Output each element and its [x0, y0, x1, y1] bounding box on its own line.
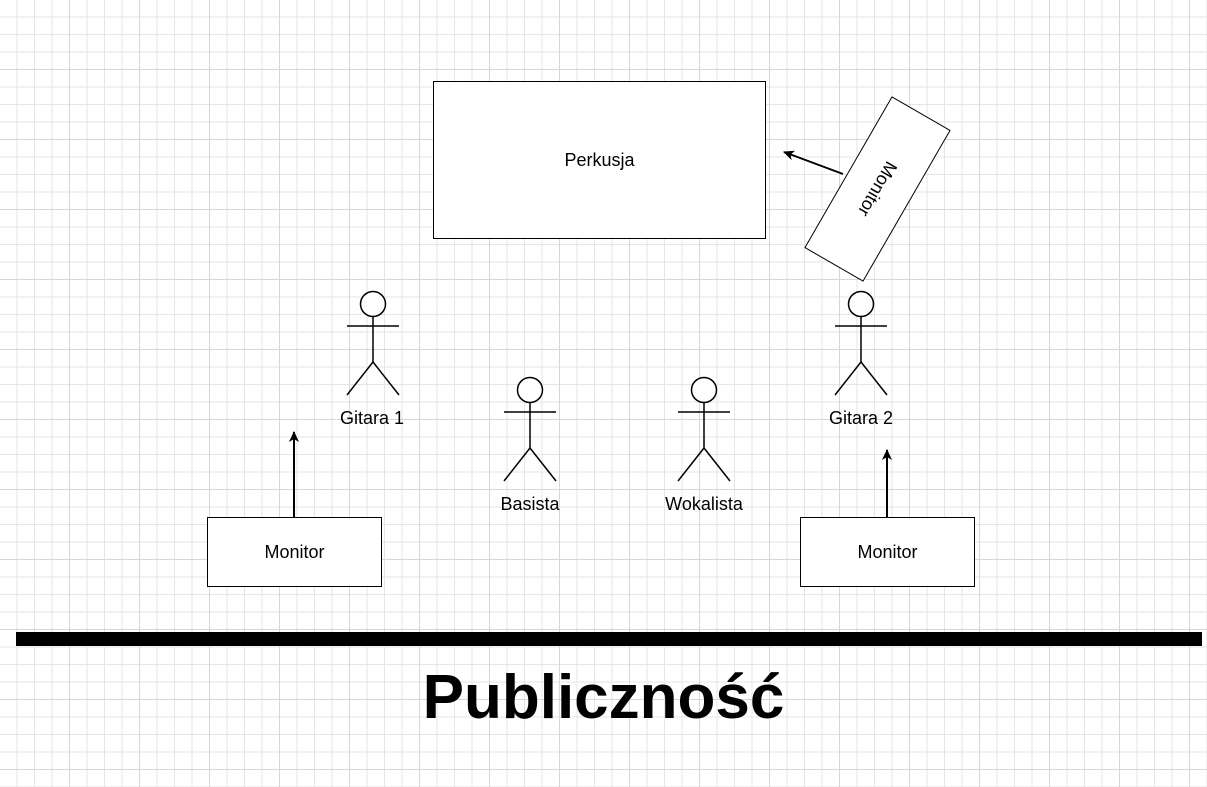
monitor-right-label: Monitor [857, 541, 918, 562]
arrow-monitor-to-drums [783, 150, 844, 175]
monitor-right-box[interactable]: Monitor [800, 517, 975, 587]
stick-figure-icon [503, 376, 557, 482]
drums-box[interactable]: Perkusja [433, 81, 766, 239]
vocalist-actor[interactable] [674, 376, 734, 482]
stick-figure-icon [346, 290, 400, 396]
bassist-label: Basista [500, 494, 560, 514]
guitar1-actor[interactable] [343, 290, 403, 396]
guitar1-label: Gitara 1 [339, 408, 405, 428]
guitar2-actor[interactable] [831, 290, 891, 396]
monitor-left-label: Monitor [264, 541, 325, 562]
stage-edge-line [16, 632, 1202, 646]
vocalist-label: Wokalista [665, 494, 743, 514]
drums-label: Perkusja [564, 149, 635, 170]
stick-figure-icon [677, 376, 731, 482]
stick-figure-icon [834, 290, 888, 396]
audience-label: Publiczność [422, 663, 785, 732]
monitor-left-box[interactable]: Monitor [207, 517, 382, 587]
guitar2-label: Gitara 2 [828, 408, 894, 428]
bassist-actor[interactable] [500, 376, 560, 482]
